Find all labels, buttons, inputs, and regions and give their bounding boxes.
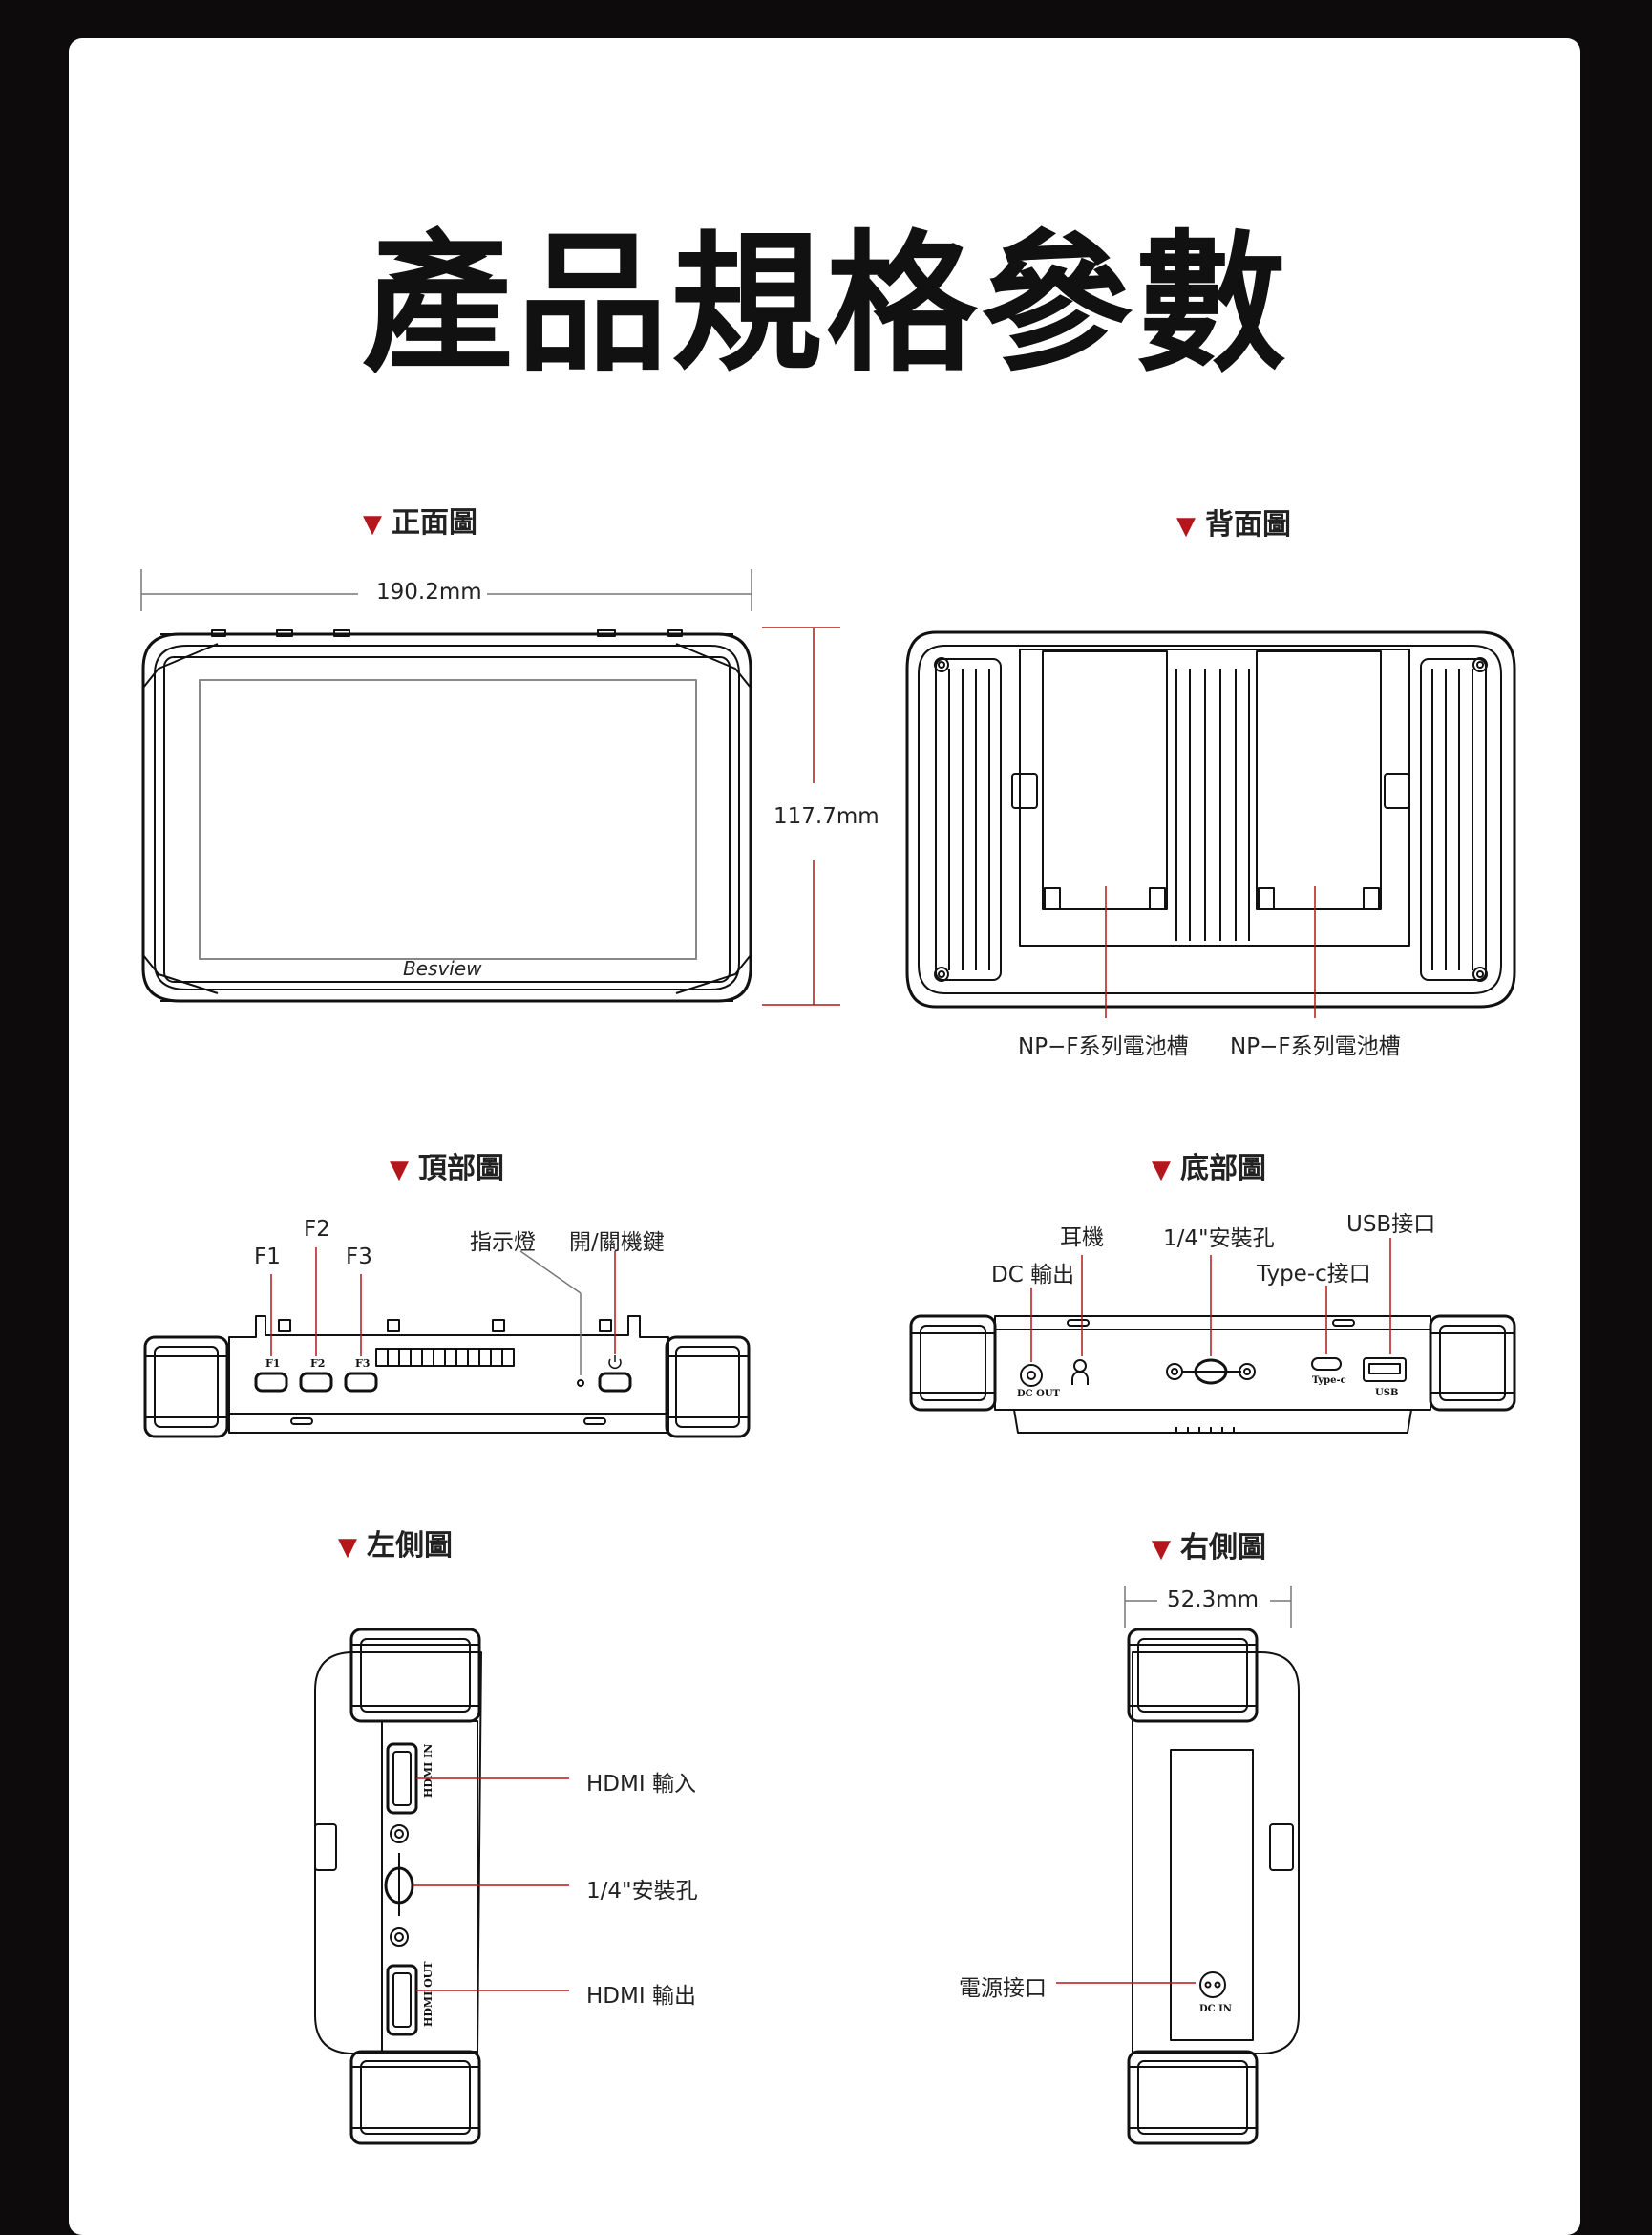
svg-text:F3: F3 bbox=[355, 1357, 370, 1370]
back-view-drawing bbox=[905, 630, 1516, 1018]
bottom-view-drawing bbox=[909, 1238, 1516, 1434]
svg-text:HDMI OUT: HDMI OUT bbox=[422, 1961, 434, 2027]
battery-slot-label-1: NP−F系列電池槽 bbox=[1018, 1034, 1189, 1059]
section-right: ▼右側圖 bbox=[1152, 1531, 1266, 1564]
hdmi-in-label: HDMI 輸入 bbox=[586, 1772, 696, 1797]
svg-text:F2: F2 bbox=[310, 1357, 325, 1370]
typec-label: Type-c接口 bbox=[1257, 1262, 1371, 1287]
svg-text:DC IN: DC IN bbox=[1199, 2004, 1232, 2014]
width-label: 190.2mm bbox=[376, 580, 482, 605]
section-top: ▼頂部圖 bbox=[390, 1152, 504, 1185]
section-front: ▼正面圖 bbox=[363, 506, 477, 540]
bottom-mount-label: 1/4"安裝孔 bbox=[1163, 1226, 1275, 1251]
indicator-label: 指示燈 bbox=[470, 1230, 536, 1255]
brand-logo-text: Besview bbox=[403, 957, 482, 980]
section-back: ▼背面圖 bbox=[1176, 508, 1291, 542]
top-view-print: F1 F2 F3 bbox=[265, 1357, 370, 1370]
section-bottom: ▼底部圖 bbox=[1152, 1152, 1266, 1185]
usb-label: USB接口 bbox=[1346, 1212, 1436, 1237]
bottom-view-print: DC OUT Type-c USB bbox=[1017, 1375, 1398, 1399]
content-card bbox=[69, 38, 1580, 2235]
svg-text:HDMI IN: HDMI IN bbox=[422, 1744, 434, 1798]
left-mount-label: 1/4"安裝孔 bbox=[586, 1879, 698, 1904]
f2-label: F2 bbox=[304, 1217, 330, 1242]
power-port-label: 電源接口 bbox=[959, 1976, 1047, 2001]
headphone-label: 耳機 bbox=[1060, 1225, 1104, 1250]
top-view-drawing bbox=[143, 1247, 751, 1438]
triangle-icon: ▼ bbox=[338, 1533, 357, 1562]
triangle-icon: ▼ bbox=[363, 510, 382, 539]
left-view-print: HDMI IN HDMI OUT bbox=[422, 1744, 434, 2027]
svg-text:USB: USB bbox=[1375, 1388, 1398, 1398]
section-left: ▼左側圖 bbox=[338, 1529, 453, 1563]
dc-out-label: DC 輸出 bbox=[991, 1263, 1075, 1288]
right-view-drawing bbox=[1056, 1586, 1300, 2145]
f1-label: F1 bbox=[254, 1245, 281, 1269]
triangle-icon: ▼ bbox=[1152, 1156, 1171, 1184]
svg-text:F1: F1 bbox=[265, 1357, 280, 1370]
triangle-icon: ▼ bbox=[1152, 1535, 1171, 1564]
hdmi-out-label: HDMI 輸出 bbox=[586, 1984, 696, 2009]
height-label: 117.7mm bbox=[773, 804, 879, 829]
triangle-icon: ▼ bbox=[1176, 512, 1196, 541]
svg-text:Type-c: Type-c bbox=[1312, 1375, 1346, 1386]
page-title: 產品規格參數 bbox=[362, 217, 1290, 393]
front-view-drawing bbox=[140, 569, 840, 1006]
power-key-label: 開/關機鍵 bbox=[569, 1230, 665, 1255]
triangle-icon: ▼ bbox=[390, 1156, 409, 1184]
left-view-drawing bbox=[314, 1628, 569, 2145]
f3-label: F3 bbox=[346, 1245, 372, 1269]
svg-text:DC OUT: DC OUT bbox=[1017, 1389, 1061, 1399]
right-view-print: DC IN bbox=[1199, 2004, 1232, 2014]
battery-slot-label-2: NP−F系列電池槽 bbox=[1230, 1034, 1401, 1059]
depth-label: 52.3mm bbox=[1167, 1587, 1260, 1612]
